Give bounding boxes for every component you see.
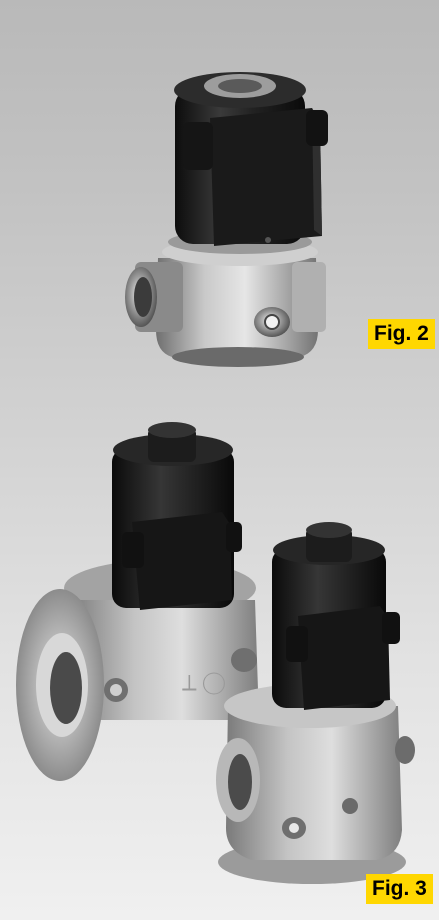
figure-label-fig-2: Fig. 2	[368, 319, 435, 349]
figure-label-fig-3: Fig. 3	[366, 874, 433, 904]
svg-text:⟂ ◯: ⟂ ◯	[182, 670, 226, 695]
